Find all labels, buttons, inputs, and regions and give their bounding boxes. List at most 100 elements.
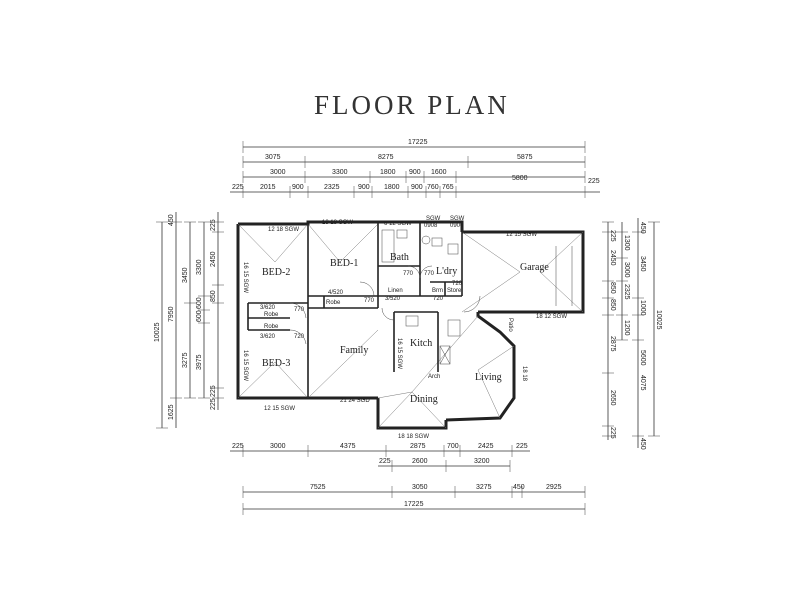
room-patio: Patio — [507, 318, 513, 332]
label-window-1812: 18 12 SGW — [536, 314, 567, 320]
dim-right-i1-b: 2450 — [609, 250, 616, 266]
label-window-sgw2: SGW — [450, 216, 465, 222]
room-bed2: BED-2 — [262, 267, 290, 278]
dim-right-i2-a: 1300 — [623, 235, 630, 251]
dim-top-r3-c: 1800 — [380, 169, 396, 176]
dim-top-r2-a: 3075 — [265, 154, 281, 161]
label-window-1615b: 16 15 SGW — [242, 350, 248, 381]
room-kitchen: Kitch — [410, 338, 432, 349]
label-window-0908: 0908 — [424, 223, 438, 229]
dim-left-i2-a: 3300 — [196, 259, 203, 275]
label-door-2124: 21 24 SGD — [340, 398, 370, 404]
label-door-770a: 770 — [294, 307, 305, 313]
label-door-4520: 4/520 — [328, 290, 344, 296]
dim-top-r3-d: 900 — [409, 169, 421, 176]
dim-left-mid-c: 1625 — [168, 404, 175, 420]
label-arch: Arch — [428, 374, 440, 380]
dim-top-r4-b: 2015 — [260, 184, 276, 191]
dim-bot-r3-e: 2925 — [546, 484, 562, 491]
dim-left-i2-b: 600 — [196, 297, 203, 309]
dim-bot-r3-d: 450 — [513, 484, 525, 491]
label-window-1215g: 12 15 SGW — [506, 232, 537, 238]
label-door-3520: 3/520 — [385, 296, 401, 302]
dim-right-i3-e: 4075 — [639, 375, 646, 391]
plan-title: FLOOR PLAN — [314, 90, 510, 120]
dim-left-i1-b: 3275 — [182, 352, 189, 368]
room-garage: Garage — [520, 262, 549, 273]
label-window-1818a: 18 18 SGW — [322, 220, 353, 226]
dim-right-i1-f: 2650 — [609, 390, 616, 406]
dim-left-mid-b: 7950 — [168, 306, 175, 322]
room-bed1: BED-1 — [330, 258, 358, 269]
dim-bot-r1-f: 2425 — [478, 443, 494, 450]
label-window-1215b: 12 15 SGW — [264, 406, 295, 412]
dim-left-i3-e: 225 — [210, 398, 217, 410]
room-family: Family — [340, 345, 368, 356]
annotations: Robe Robe Robe Linen Brm Store Arch 3/62… — [242, 216, 567, 440]
fixtures — [381, 229, 573, 365]
label-window-612: 6 12 SGW — [384, 221, 412, 227]
dim-right-i3-b: 3450 — [639, 256, 646, 272]
label-door-3620a: 3/620 — [260, 305, 276, 311]
dim-top-r4-g: 900 — [411, 184, 423, 191]
dim-top-r4-a: 225 — [232, 184, 244, 191]
label-window-sgw1: SGW — [426, 216, 441, 222]
dim-bot-r1-g: 225 — [516, 443, 528, 450]
label-robe-3: Robe — [326, 300, 341, 306]
dim-left-i3-a: 225 — [210, 219, 217, 231]
dim-right-i3-d: 5600 — [639, 350, 646, 366]
dim-top-r4-h: 760 — [427, 184, 439, 191]
dim-left-outer: 10025 — [154, 322, 161, 342]
room-laundry: L'dry — [436, 266, 457, 277]
dim-top-r4-f: 1800 — [384, 184, 400, 191]
dim-right-i2-d: 1200 — [623, 320, 630, 336]
room-bed3: BED-3 — [262, 358, 290, 369]
dim-right-i1-d: 850 — [609, 299, 616, 311]
dim-bot-total: 17225 — [404, 501, 424, 508]
dim-bot-r2-a: 225 — [379, 458, 391, 465]
dim-bot-r1-e: 700 — [447, 443, 459, 450]
dim-top-r3-e: 1600 — [431, 169, 447, 176]
dim-right-i2-c: 2325 — [623, 284, 630, 300]
door-swings — [289, 265, 481, 345]
dim-top-r4-i: 765 — [442, 184, 454, 191]
dim-top-r2-c: 5875 — [517, 154, 533, 161]
label-door-770d: 770 — [424, 271, 435, 277]
label-window-1615c: 16 15 SGW — [396, 338, 402, 369]
dim-bot-r1-a: 225 — [232, 443, 244, 450]
label-door-770c: 770 — [403, 271, 414, 277]
dim-left-i1-a: 3450 — [182, 267, 189, 283]
label-door-3620b: 3/620 — [260, 334, 276, 340]
dim-top-r3-b: 3300 — [332, 169, 348, 176]
interior-walls — [247, 222, 463, 398]
label-window-0906: 0906 — [450, 223, 464, 229]
dim-right-i3-c: 1000 — [639, 300, 646, 316]
dim-right-i3-f: 450 — [639, 438, 646, 450]
dim-right-i1-g: 225 — [609, 427, 616, 439]
bottom-dimensions: 225 3000 4375 2875 700 2425 225 225 2600… — [230, 443, 586, 515]
dim-left-mid-a: 450 — [168, 214, 175, 226]
label-window-1218: 12 18 SGW — [268, 227, 299, 233]
dim-bot-r3-c: 3275 — [476, 484, 492, 491]
dim-bot-r3-b: 3050 — [412, 484, 428, 491]
dim-right-i1-e: 2875 — [609, 336, 616, 352]
hip-lines — [237, 223, 584, 429]
dim-right-outer: 10025 — [655, 310, 662, 330]
room-bath: Bath — [390, 252, 409, 263]
label-door-770b: 770 — [364, 298, 375, 304]
dim-right-i2-b: 3000 — [623, 262, 630, 278]
dim-left-i2-d: 3975 — [196, 354, 203, 370]
label-window-1615: 16 15 SGW — [242, 262, 248, 293]
label-robe-2: Robe — [264, 324, 279, 330]
label-brm: Brm — [432, 288, 443, 294]
dim-bot-r2-c: 3200 — [474, 458, 490, 465]
label-store: Store — [447, 288, 462, 294]
left-dimensions: 10025 450 7950 1625 3450 3275 3300 600 6… — [154, 212, 224, 429]
dim-right-i1-a: 225 — [609, 230, 616, 242]
room-dining: Dining — [410, 394, 438, 405]
dim-top-r4-e: 900 — [358, 184, 370, 191]
dim-top-r3-a: 3000 — [270, 169, 286, 176]
dim-top-r4-d: 2325 — [324, 184, 340, 191]
label-linen: Linen — [388, 288, 403, 294]
